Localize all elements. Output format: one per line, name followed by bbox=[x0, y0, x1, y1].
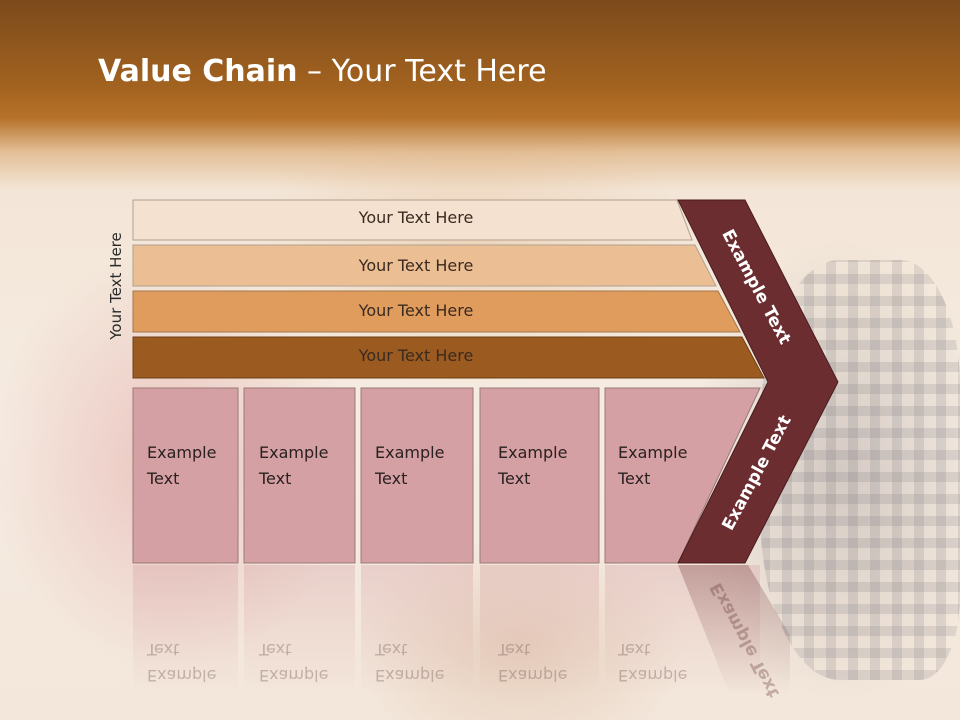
box-3-line2: Text bbox=[375, 469, 408, 488]
box-4-reflection-line2: Text bbox=[498, 640, 531, 659]
box-3-reflection-line1: Example bbox=[375, 666, 445, 685]
box-2-reflection-line1: Example bbox=[259, 666, 329, 685]
box-1-line2: Text bbox=[147, 469, 180, 488]
activity-box-1 bbox=[132, 387, 239, 564]
arrow-reflection bbox=[678, 565, 790, 695]
bar-2 bbox=[132, 244, 717, 287]
activity-box-4 bbox=[479, 387, 600, 564]
box-2-line1: Example bbox=[259, 443, 329, 462]
box-1-line1: Example bbox=[147, 443, 217, 462]
box-1-reflection-line1: Example bbox=[147, 666, 217, 685]
box-reflection bbox=[361, 565, 473, 695]
bar-4 bbox=[132, 336, 765, 379]
activity-box-2 bbox=[243, 387, 356, 564]
bar-4-label: Your Text Here bbox=[358, 346, 474, 365]
title-bold: Value Chain bbox=[98, 54, 298, 89]
bar-1-label: Your Text Here bbox=[358, 208, 474, 227]
bar-3-label: Your Text Here bbox=[358, 301, 474, 320]
box-3-reflection-text: Example Text bbox=[375, 636, 444, 688]
box-reflection bbox=[480, 565, 599, 695]
box-1-reflection-line2: Text bbox=[147, 640, 180, 659]
box-3-reflection-line2: Text bbox=[375, 640, 408, 659]
box-3-line1: Example bbox=[375, 443, 445, 462]
box-reflection bbox=[244, 565, 355, 695]
header-band bbox=[0, 0, 960, 190]
box-5-line1: Example bbox=[618, 443, 688, 462]
bar-1 bbox=[132, 199, 693, 241]
title-rest: – Your Text Here bbox=[297, 54, 547, 89]
box-2-line2: Text bbox=[259, 469, 292, 488]
box-5-line2: Text bbox=[618, 469, 651, 488]
box-5-reflection-line2: Text bbox=[618, 640, 651, 659]
box-4-line1: Example bbox=[498, 443, 568, 462]
bar-3 bbox=[132, 290, 741, 333]
bar-2-label: Your Text Here bbox=[358, 256, 474, 275]
box-5-reflection-text: Example Text bbox=[618, 636, 687, 688]
reflection-group bbox=[133, 565, 790, 695]
box-2-reflection-text: Example Text bbox=[259, 636, 328, 688]
slide-title: Value Chain – Your Text Here bbox=[98, 54, 547, 89]
box-5-reflection-line1: Example bbox=[618, 666, 688, 685]
box-4-line2: Text bbox=[498, 469, 531, 488]
margin-chevron bbox=[677, 199, 839, 564]
activity-box-3 bbox=[360, 387, 474, 564]
box-4-reflection-text: Example Text bbox=[498, 636, 567, 688]
box-2-reflection-line2: Text bbox=[259, 640, 292, 659]
box-1-reflection-text: Example Text bbox=[147, 636, 216, 688]
box-4-reflection-line1: Example bbox=[498, 666, 568, 685]
box-reflection bbox=[133, 565, 238, 695]
